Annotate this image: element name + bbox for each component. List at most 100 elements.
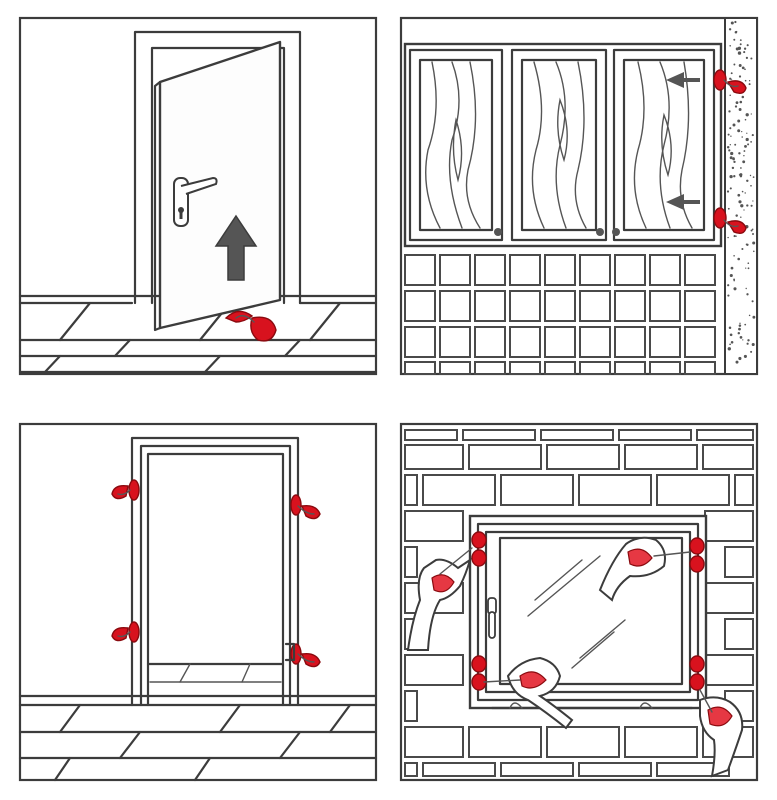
concrete-speck	[730, 266, 734, 270]
concrete-speck	[733, 63, 736, 66]
concrete-speck	[747, 143, 750, 146]
concrete-speck	[729, 273, 733, 278]
cabinet-knob	[494, 228, 502, 236]
concrete-speck	[727, 236, 729, 239]
concrete-speck	[735, 101, 739, 105]
concrete-speck	[746, 293, 749, 296]
concrete-speck	[729, 127, 732, 130]
wall-tiles	[404, 254, 716, 375]
concrete-speck	[737, 331, 741, 335]
concrete-speck	[745, 243, 748, 246]
concrete-speck	[730, 21, 734, 25]
concrete-speck	[740, 204, 744, 208]
concrete-speck	[738, 75, 742, 78]
concrete-speck	[733, 287, 737, 291]
concrete-speck	[741, 247, 744, 251]
concrete-speck	[746, 179, 749, 183]
concrete-speck	[744, 323, 747, 326]
floor-planks	[18, 703, 378, 782]
concrete-speck	[752, 200, 754, 202]
concrete-speck	[729, 343, 731, 346]
concrete-wall	[724, 17, 758, 375]
concrete-speck	[727, 133, 730, 136]
concrete-speck	[746, 342, 749, 345]
concrete-speck	[738, 200, 742, 204]
panel-door-floor	[18, 16, 378, 376]
concrete-speck	[740, 216, 742, 218]
concrete-speck	[750, 204, 753, 207]
concrete-speck	[750, 141, 752, 143]
arrow-up-icon	[214, 214, 258, 281]
concrete-speck	[728, 28, 732, 31]
concrete-speck	[726, 145, 730, 149]
concrete-speck	[733, 157, 735, 159]
hand-icon	[483, 656, 574, 730]
concrete-speck	[750, 229, 753, 232]
concrete-speck	[737, 119, 741, 123]
putty-blob-icon	[224, 310, 277, 342]
concrete-speck	[738, 64, 742, 67]
concrete-speck	[738, 327, 741, 331]
concrete-speck	[730, 72, 733, 75]
concrete-speck	[745, 267, 747, 269]
concrete-speck	[735, 360, 739, 364]
cabinet-knob	[596, 228, 604, 236]
concrete-speck	[741, 190, 744, 193]
putty-blob-icon	[471, 531, 705, 691]
concrete-speck	[747, 267, 750, 270]
concrete-speck	[743, 354, 747, 358]
concrete-speck	[738, 324, 742, 327]
hand-icon	[406, 547, 473, 651]
cabinet-knob	[612, 228, 620, 236]
concrete-speck	[745, 113, 749, 117]
concrete-speck	[733, 160, 736, 164]
concrete-speck	[739, 43, 742, 46]
concrete-speck	[735, 235, 737, 237]
concrete-speck	[743, 150, 746, 152]
concrete-speck	[734, 105, 738, 108]
concrete-speck	[745, 137, 749, 142]
concrete-speck	[745, 287, 747, 290]
concrete-speck	[741, 136, 743, 138]
concrete-speck	[750, 184, 752, 187]
concrete-speck	[729, 187, 732, 190]
concrete-speck	[735, 30, 738, 33]
concrete-speck	[733, 255, 735, 257]
concrete-speck	[741, 130, 743, 133]
arrow-left-icon	[666, 72, 700, 88]
concrete-speck	[743, 209, 745, 211]
concrete-speck	[739, 175, 743, 178]
concrete-speck	[740, 167, 742, 169]
concrete-speck	[733, 38, 736, 41]
concrete-speck	[752, 241, 756, 245]
concrete-speck	[753, 250, 755, 253]
concrete-speck	[750, 113, 752, 115]
concrete-speck	[747, 262, 750, 265]
window-handle-icon	[487, 597, 497, 639]
concrete-speck	[748, 314, 751, 317]
concrete-speck	[748, 83, 751, 86]
cabinet-body	[403, 42, 723, 248]
concrete-speck	[733, 175, 736, 178]
concrete-speck	[739, 39, 742, 42]
concrete-speck	[733, 278, 736, 281]
concrete-speck	[741, 66, 745, 70]
concrete-speck	[744, 68, 746, 71]
brick-wall	[404, 429, 754, 777]
concrete-speck	[737, 257, 741, 261]
putty-blob-icon	[111, 479, 321, 668]
concrete-speck	[738, 152, 741, 155]
concrete-speck	[746, 204, 749, 207]
concrete-speck	[752, 315, 756, 319]
concrete-speck	[742, 339, 744, 341]
cabinet-doors	[408, 48, 716, 242]
concrete-speck	[741, 95, 745, 99]
concrete-speck	[734, 20, 737, 24]
concrete-speck	[746, 44, 749, 47]
concrete-speck	[739, 100, 743, 104]
door-frame	[133, 30, 302, 305]
concrete-speck	[733, 235, 736, 238]
putty-blob-icon	[713, 69, 747, 235]
concrete-speck	[728, 110, 731, 113]
